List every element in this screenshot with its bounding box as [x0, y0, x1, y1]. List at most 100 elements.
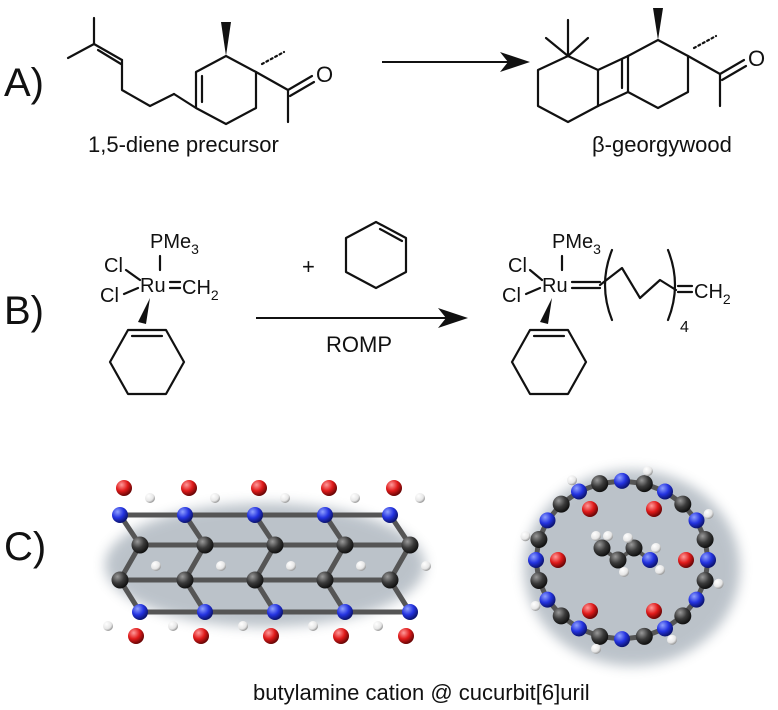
reagent-ch2-sub: 2 [211, 287, 219, 303]
carbon-atom [591, 475, 609, 493]
hydrogen-atom [667, 634, 677, 645]
oxygen-atom [678, 552, 694, 568]
hydrogen-atom [421, 561, 431, 571]
nitrogen-atom [688, 512, 705, 529]
nitrogen-atom [657, 483, 673, 500]
hydrogen-atom [591, 643, 602, 654]
carbon-atom [696, 531, 714, 548]
nitrogen-atom [112, 507, 128, 523]
precursor-structure [66, 16, 316, 126]
hydrogen-atom [210, 493, 220, 503]
hydrogen-atom [356, 561, 366, 571]
product-oxygen: O [748, 46, 765, 71]
nitrogen-atom [317, 507, 333, 523]
nitrogen-atom [700, 552, 716, 568]
reaction-arrow-a-head [500, 52, 530, 72]
carbon-atom [530, 572, 548, 589]
nitrogen-atom [177, 507, 193, 523]
reagent-pme3-sub: 3 [191, 241, 199, 257]
catalyst-reagent: PMe3 Cl Cl Ru CH2 [100, 231, 219, 396]
reagent-ch2: CH [182, 277, 211, 299]
carbon-atom [381, 571, 399, 589]
carbon-atom [635, 475, 653, 493]
hydrogen-atom [216, 561, 226, 571]
romp-label: ROMP [326, 332, 392, 357]
panel-b-label: B) [4, 289, 44, 333]
hydrogen-atom [655, 565, 665, 575]
precursor-caption: 1,5-diene precursor [88, 132, 279, 157]
nitrogen-atom [642, 552, 658, 568]
carbon-atom [593, 539, 611, 557]
svg-text:CH2: CH2 [182, 277, 219, 303]
oxygen-atom [398, 628, 414, 644]
hydrogen-atom [280, 493, 290, 503]
oxygen-atom [193, 628, 209, 644]
oxygen-atom [386, 480, 402, 496]
hydrogen-atom [151, 561, 161, 571]
oxygen-atom [646, 603, 662, 619]
nitrogen-atom [614, 631, 630, 648]
reagent-cl-1: Cl [104, 255, 123, 277]
svg-text:PMe3: PMe3 [150, 231, 199, 257]
carbon-atom [674, 495, 692, 513]
product-ch2: CH [694, 281, 723, 303]
oxygen-atom [582, 501, 598, 517]
product-pme3-sub: 3 [593, 241, 601, 257]
nitrogen-atom [132, 604, 148, 620]
oxygen-atom [116, 480, 132, 496]
hydrogen-atom [415, 493, 425, 503]
carbon-atom [609, 551, 627, 569]
carbon-atom [552, 607, 570, 625]
reagent-cl-2: Cl [100, 285, 119, 307]
product-cl-2: Cl [502, 285, 521, 307]
nitrogen-atom [571, 483, 587, 500]
product-structure [536, 8, 748, 124]
panel-b: B) PMe3 Cl Cl Ru CH2 + [4, 220, 731, 396]
carbon-atom [131, 536, 149, 554]
oxygen-atom [646, 501, 662, 517]
hydrogen-atom [591, 531, 601, 541]
carbon-atom [266, 536, 284, 554]
cyclohexene-monomer [344, 220, 408, 290]
hydrogen-atom [603, 531, 613, 541]
carbon-atom [196, 536, 214, 554]
hydrogen-atom [567, 475, 577, 486]
oxygen-atom [550, 552, 566, 568]
hydrogen-atom [286, 561, 296, 571]
product-pme3: PMe [552, 231, 593, 253]
carbon-atom [625, 539, 643, 557]
nitrogen-atom [539, 591, 556, 608]
nitrogen-atom [337, 604, 353, 620]
hydrogen-atom [168, 621, 178, 631]
hydrogen-atom [373, 621, 383, 631]
oxygen-atom [251, 480, 267, 496]
nitrogen-atom [197, 604, 213, 620]
carbon-atom [401, 536, 419, 554]
nitrogen-atom [571, 620, 587, 637]
carbon-atom [696, 572, 714, 589]
nitrogen-atom [247, 507, 263, 523]
product-cyclohexene-ligand [510, 328, 588, 396]
hydrogen-atom [350, 493, 360, 503]
oxygen-atom [263, 628, 279, 644]
nitrogen-atom [267, 604, 283, 620]
hydrogen-atom [145, 493, 155, 503]
oxygen-atom [333, 628, 349, 644]
hydrogen-atom [619, 567, 629, 577]
reagent-pme3: PMe [150, 231, 191, 253]
hydrogen-atom [238, 621, 248, 631]
butylamine-guest [591, 531, 665, 577]
hydrogen-atom [520, 531, 531, 542]
product-cl-1: Cl [508, 255, 527, 277]
hydrogen-atom [308, 621, 318, 631]
panel-c: C) butylamine cation @ cucurbit[6]uril [4, 466, 740, 705]
hydrogen-atom [623, 533, 633, 543]
carbon-atom [591, 627, 609, 645]
nitrogen-atom [382, 507, 398, 523]
svg-text:CH2: CH2 [694, 281, 731, 307]
cucurbituril-top-view [520, 466, 740, 666]
reagent-ru: Ru [140, 275, 166, 297]
nitrogen-atom [657, 620, 673, 637]
carbon-atom [316, 571, 334, 589]
